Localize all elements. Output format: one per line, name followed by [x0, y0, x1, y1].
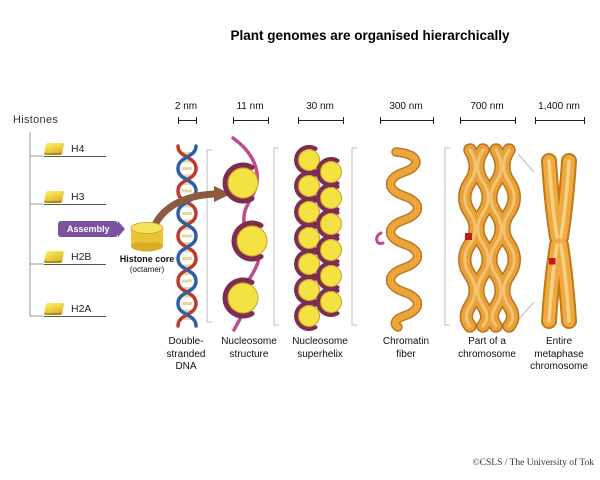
assembly-badge: Assembly [58, 221, 125, 237]
histone-label: H2B [71, 251, 92, 263]
scale-tick-300nm [380, 117, 434, 124]
scale-tick-11nm [233, 117, 269, 124]
dna-strand-red [176, 144, 198, 328]
histone-item-h2b: H2B [43, 246, 106, 265]
histone-core-illustration [130, 222, 164, 252]
histones-heading: Histones [13, 114, 59, 126]
histone-icon [43, 303, 65, 315]
histone-item-h3: H3 [43, 186, 106, 205]
scale-label-300nm: 300 nm [389, 101, 423, 112]
page-title: Plant genomes are organised hierarchical… [230, 28, 510, 43]
chromosome-part-marker [465, 233, 472, 240]
chromosome-part-illustration [465, 150, 515, 326]
stage-label-nucleosome: Nucleosome structure [221, 336, 277, 360]
histone-label: H4 [71, 143, 85, 155]
copyright-notice: ©CSLS / The University of Tok [472, 458, 594, 468]
scale-label-700nm: 700 nm [470, 101, 504, 112]
histone-item-h4: H4 [43, 138, 106, 157]
scale-label-1400nm: 1,400 nm [538, 101, 580, 112]
dna-helix-illustration [176, 144, 198, 328]
stage-label-chromosome: Part of a chromosome [458, 336, 516, 360]
scale-tick-1400nm [535, 117, 585, 124]
histone-icon [43, 251, 65, 263]
scale-label-11nm: 11 nm [236, 101, 264, 112]
stage-label-metaphase: Entire metaphase chromosome [530, 336, 588, 372]
scale-tick-700nm [460, 117, 516, 124]
scale-tick-30nm [298, 117, 344, 124]
histone-core-sublabel: (octamer) [129, 265, 165, 274]
histone-item-h2a: H2A [43, 298, 106, 317]
histone-core-label: Histone core [119, 254, 175, 264]
fiber-linker-strand [375, 231, 385, 246]
centromere-marker [549, 258, 556, 265]
nucleosome-structure-illustration [225, 136, 267, 332]
histone-icon [43, 143, 65, 155]
dna-strand-blue [176, 144, 198, 328]
histone-label: H3 [71, 191, 85, 203]
histone-label: H2A [71, 303, 92, 315]
histone-list-connector [29, 132, 44, 317]
nucleosome-superhelix-illustration [294, 145, 344, 331]
scale-label-2nm: 2 nm [174, 101, 198, 112]
histone-icon [43, 191, 65, 203]
scale-connector-brackets [206, 147, 535, 326]
stage-label-superhelix: Nucleosome superhelix [292, 336, 348, 360]
metaphase-chromosome-illustration [549, 161, 569, 321]
chromatin-fiber-illustration [375, 152, 418, 327]
stage-label-dna: Double- stranded DNA [166, 336, 206, 372]
scale-label-30nm: 30 nm [306, 101, 334, 112]
stage-label-chromatin: Chromatin fiber [382, 336, 430, 360]
scale-tick-2nm [178, 117, 197, 124]
